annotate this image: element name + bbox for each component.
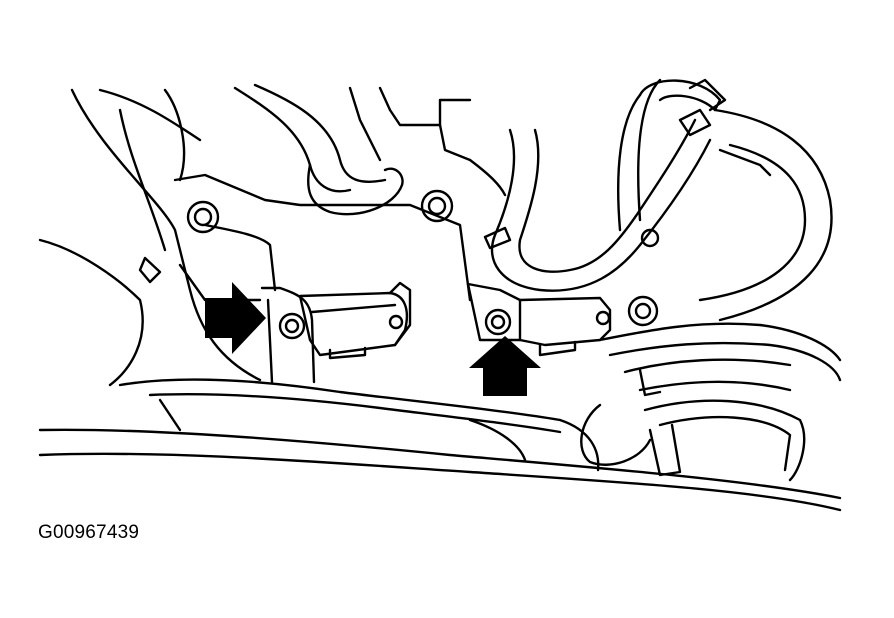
- arrow-up-icon: [469, 336, 541, 396]
- arrow-right-icon: [205, 282, 266, 354]
- drawing-outline: [38, 78, 842, 512]
- figure-code: G00967439: [38, 522, 140, 543]
